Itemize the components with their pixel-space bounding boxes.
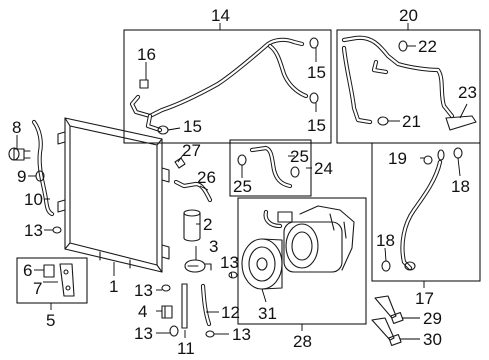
callout-18-b: 18	[376, 231, 395, 250]
o-rings	[35, 37, 463, 338]
hose-17	[400, 149, 445, 271]
callout-1: 1	[109, 277, 118, 296]
callout-25-a: 25	[233, 177, 252, 196]
callout-18-a: 18	[451, 177, 470, 196]
callout-27: 27	[182, 141, 201, 160]
callout-15-c: 15	[183, 117, 202, 136]
callout-13-a: 13	[24, 221, 43, 240]
callout-16: 16	[137, 45, 156, 64]
callout-23: 23	[458, 83, 477, 102]
callout-29: 29	[423, 309, 442, 328]
callout-13-d: 13	[134, 324, 153, 343]
callout-4: 4	[138, 302, 147, 321]
callout-30: 30	[423, 330, 442, 349]
bolt-29	[374, 295, 404, 325]
pipe-24	[249, 145, 293, 189]
small-bracket-4	[161, 305, 173, 319]
group-box-14	[123, 29, 332, 144]
bracket-assembly-6-7	[43, 263, 75, 297]
callout-31: 31	[258, 304, 277, 323]
callout-22: 22	[418, 37, 437, 56]
callout-13-e: 13	[232, 325, 251, 344]
callout-14: 14	[211, 6, 230, 25]
callout-3: 3	[209, 237, 218, 256]
hose-12	[200, 283, 212, 327]
callout-labels: 14 20 16 15 15 15 22 21 23 8 9 10 13 1 2…	[12, 6, 477, 358]
group-box-5	[16, 257, 88, 304]
callout-24: 24	[314, 159, 333, 178]
left-pipe-assembly	[8, 119, 55, 217]
callout-20: 20	[399, 6, 418, 25]
receiver-drier	[183, 209, 201, 242]
leader-lines	[16, 23, 468, 340]
callout-7: 7	[33, 279, 42, 298]
rod-11	[181, 283, 188, 329]
bolt-30	[371, 317, 402, 347]
callout-12: 12	[221, 303, 240, 322]
suction-pipe-20	[341, 35, 477, 131]
callout-25-b: 25	[290, 147, 309, 166]
group-box-17	[371, 142, 481, 282]
compressor-clutch-pulley	[241, 238, 283, 290]
callout-11: 11	[177, 339, 195, 358]
condenser	[57, 117, 170, 273]
callout-26: 26	[197, 168, 216, 187]
callout-10: 10	[24, 190, 43, 209]
callout-2: 2	[203, 215, 212, 234]
callout-13-b: 13	[220, 253, 239, 272]
callout-15-a: 15	[307, 63, 326, 82]
ac-compressor	[263, 205, 355, 273]
callout-19: 19	[388, 149, 407, 168]
drier-bracket	[184, 259, 212, 273]
callout-8: 8	[12, 118, 21, 137]
callout-13-c: 13	[134, 281, 153, 300]
callout-5: 5	[46, 311, 55, 330]
callout-9: 9	[17, 167, 26, 186]
callout-17: 17	[415, 289, 434, 308]
callout-15-b: 15	[307, 116, 326, 135]
callout-21: 21	[402, 112, 421, 131]
callout-6: 6	[23, 261, 32, 280]
callout-28: 28	[293, 332, 312, 351]
discharge-pipe-14	[129, 37, 309, 133]
